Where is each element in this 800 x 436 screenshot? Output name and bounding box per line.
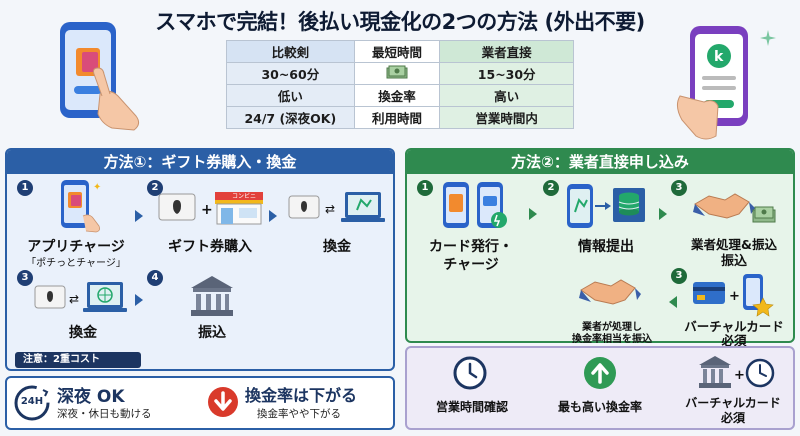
svg-text:+: + — [734, 368, 745, 383]
cmp-cell: 24/7 (深夜OK) — [226, 106, 355, 129]
m2-bottom-3-line1: バーチャルカード — [685, 396, 781, 410]
cmp-header-mid: 最短時間 — [353, 40, 441, 63]
m2-step1-line1: カード発行・ — [429, 239, 513, 255]
comparison-table: 比較剣 最短時間 業者直接 30~60分 15~30分 低い 換金率 高い 24… — [226, 40, 574, 129]
svg-text:⇄: ⇄ — [69, 292, 79, 306]
store-sign: コンビニ — [231, 193, 256, 200]
late-night-ok: 深夜 OK — [57, 387, 125, 407]
step1-label: アプリチャージ — [27, 239, 125, 255]
m2-step2-label: 情報提出 — [578, 239, 634, 255]
flow-arrow — [135, 210, 143, 222]
handshake-money-icon — [693, 193, 776, 223]
method1-panel: 方法①：ギフト券購入・換金 1 ✦ アプリチャージ 「ポチっとチャージ」 2 +… — [5, 148, 395, 371]
svg-text:⇄: ⇄ — [325, 202, 335, 216]
m2-step3-line1: 業者処理&振込 — [691, 237, 777, 252]
flow-arrow — [529, 208, 537, 220]
gift-card-store-icon: + — [158, 192, 263, 225]
method1-summary: 24H 深夜 OK 深夜・休日も動ける 換金率は下がる 換金率やや下がる — [5, 376, 395, 430]
method1-header: 方法①：ギフト券購入・換金 — [7, 150, 393, 174]
down-arrow-circle-icon — [208, 387, 238, 417]
svg-text:✦: ✦ — [93, 182, 101, 193]
step-number: 4 — [147, 270, 163, 286]
cmp-header-left: 比較剣 — [226, 40, 355, 63]
handshake-icon — [579, 279, 641, 305]
rate-down: 換金率は下がる — [245, 386, 358, 405]
bank-clock-icon: + — [699, 356, 775, 388]
svg-text:k: k — [714, 49, 724, 65]
svg-text:+: + — [729, 289, 740, 304]
page-title: スマホで完結！後払い現金化の2つの方法 (外出不要) — [155, 10, 645, 34]
step3-label: 換金 — [69, 325, 97, 341]
step1-sub: 「ポチっとチャージ」 — [26, 258, 126, 269]
svg-text:+: + — [201, 202, 213, 218]
cmp-cell: 低い — [226, 84, 355, 107]
flow-arrow — [659, 208, 667, 220]
m2-bottom-3-line2: 必須 — [720, 411, 745, 425]
cmp-cell: 15~30分 — [439, 62, 574, 85]
m2-step1-line2: チャージ — [443, 257, 499, 273]
m2-step3b-line1: バーチャルカード — [684, 319, 784, 334]
step2b-label: 換金 — [323, 239, 351, 255]
up-arrow-circle-icon — [584, 357, 616, 389]
two-phones-card-icon — [443, 182, 507, 228]
24h-badge-icon — [14, 385, 50, 421]
bank-icon — [191, 276, 233, 316]
method2-header: 方法②：業者直接申し込み — [407, 150, 793, 174]
smartphone-app-icon: ✦ — [61, 180, 101, 233]
m2-bottom-1: 営業時間確認 — [435, 400, 508, 414]
flow-arrow — [269, 210, 277, 222]
step-number: 2 — [147, 180, 163, 196]
method2-panel: 方法②：業者直接申し込み 1 カード発行・ チャージ 2 情報提出 3 — [405, 148, 795, 348]
virtual-card-phone-icon: + — [693, 274, 774, 317]
card-exchange-laptop-icon: ⇄ — [34, 282, 127, 312]
step-number: 1 — [17, 180, 33, 196]
smartphone-hand-left-icon — [60, 22, 140, 131]
cmp-cell: 換金率 — [353, 84, 441, 107]
24h-badge-text: 24H — [20, 396, 44, 407]
step2-label: ギフト券購入 — [168, 239, 252, 255]
cmp-header-right: 業者直接 — [439, 40, 574, 63]
cmp-cell: 利用時間 — [353, 106, 441, 129]
cmp-cell: 30~60分 — [226, 62, 355, 85]
m2-step3b-line2: 必須 — [721, 333, 747, 348]
late-night-sub: 深夜・休日も動ける — [57, 408, 152, 420]
clock-icon — [453, 356, 487, 390]
money-stack-icon — [353, 62, 441, 85]
note-badge: 注意：2重コスト — [15, 352, 141, 368]
step-number: 1 — [417, 180, 433, 196]
cmp-cell: 営業時間内 — [439, 106, 574, 129]
smartphone-hand-right-icon: k — [676, 26, 748, 140]
step-number: 3 — [17, 270, 33, 286]
rate-down-sub: 換金率やや下がる — [257, 408, 341, 420]
phone-to-database-icon — [567, 184, 645, 228]
m2-step3-line2: 振込 — [720, 254, 747, 269]
step-number: 3 — [671, 180, 687, 196]
m2-vendor-line1: 業者が処理し — [582, 322, 642, 333]
step-number: 3 — [671, 268, 687, 284]
method2-summary: 営業時間確認 最も高い換金率 + バーチャルカード 必須 — [405, 346, 795, 430]
flow-arrow — [669, 296, 677, 308]
m2-vendor-line2: 換金率相当を振込 — [572, 334, 652, 345]
m2-bottom-2: 最も高い換金率 — [557, 400, 642, 414]
sparkle-icon — [760, 30, 776, 46]
step-number: 2 — [543, 180, 559, 196]
step4-label: 振込 — [198, 325, 226, 341]
laptop-exchange-icon: ⇄ — [288, 192, 385, 222]
cmp-cell: 高い — [439, 84, 574, 107]
flow-arrow — [135, 294, 143, 306]
